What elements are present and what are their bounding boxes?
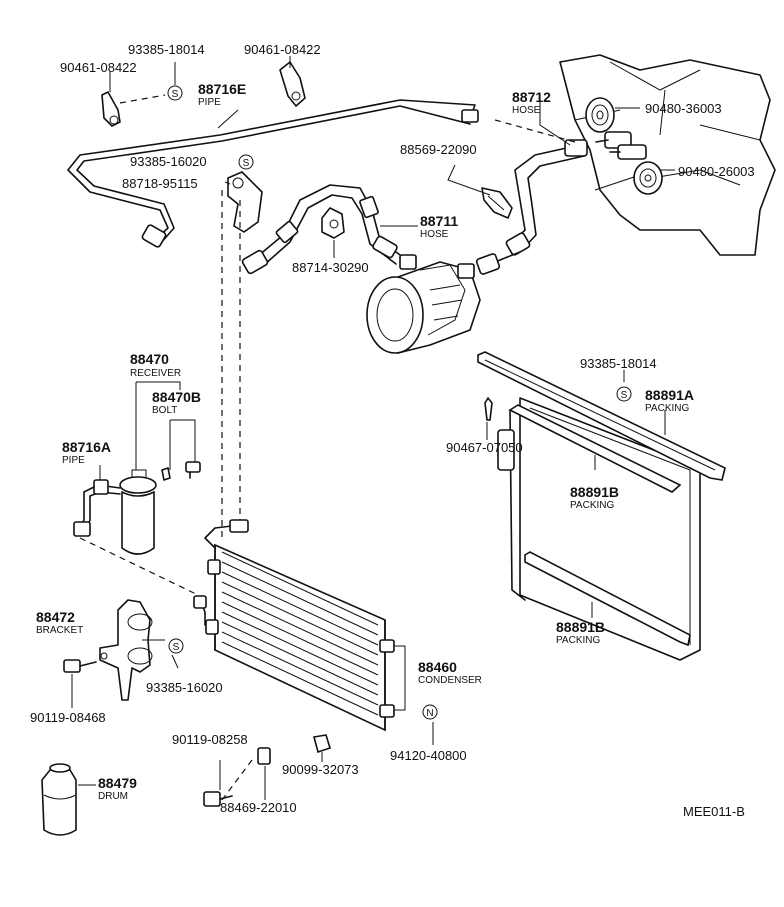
clip-90467 [484,397,493,421]
label-90119-08258: 90119-08258 [172,732,248,747]
bolt-90119-08258 [203,791,233,807]
figure-code: MEE011-B [683,804,745,819]
condenser-88460 [193,519,395,732]
label-88472: 88472 [36,609,75,625]
label-condenser: CONDENSER [418,675,482,686]
label-88891b-top: 88891B [570,484,619,500]
leader-lines [71,56,675,800]
grommet-upper [585,97,615,133]
label-bolt: BOLT [152,405,177,416]
label-93385-18014-right: 93385-18014 [580,356,657,371]
s-marker-bracket-text: S [173,642,180,653]
label-drum: DRUM [98,791,128,802]
packing-88891b-top [508,404,682,493]
nut-88469 [257,747,271,765]
clip-left [101,91,121,127]
grommet-lower [633,161,663,195]
drum-88479 [41,763,77,836]
label-88891a: 88891A [645,387,694,403]
label-94120-40800: 94120-40800 [390,748,467,763]
label-88470: 88470 [130,351,169,367]
clamp-88714 [321,207,345,239]
label-93385-16020-top: 93385-16020 [130,154,207,169]
bracket-88472 [99,599,153,701]
label-88714-30290: 88714-30290 [292,260,369,275]
label-88711: 88711 [420,213,458,229]
s-marker-top-text: S [172,89,179,100]
label-88569-22090: 88569-22090 [400,142,477,157]
label-hose-mid: HOSE [420,229,449,240]
hose-88711 [241,184,401,275]
label-88716a: 88716A [62,439,111,455]
label-receiver: RECEIVER [130,368,181,379]
label-88712: 88712 [512,89,551,105]
engine-fittings [595,131,647,160]
s-marker-right: S [616,386,632,402]
label-93385-16020-bottom: 93385-16020 [146,680,223,695]
label-90099-32073: 90099-32073 [282,762,359,777]
packing-88891a [477,351,726,481]
bolt-90119-08468 [63,659,97,673]
s-marker-mid: S [238,154,254,170]
hose-88712 [475,139,588,275]
bracket-88718 [227,171,263,233]
pipe-88716e [67,99,479,248]
n-marker: N [422,704,438,720]
label-88891b-bottom: 88891B [556,619,605,635]
cap-90099 [313,734,331,754]
bolt-88470b [161,461,201,481]
label-93385-18014-top: 93385-18014 [128,42,205,57]
s-marker-top: S [167,85,183,101]
label-bracket: BRACKET [36,625,83,636]
label-88470b: 88470B [152,389,201,405]
n-marker-text: N [426,708,433,719]
receiver-88470 [119,469,157,555]
label-90480-36003: 90480-36003 [645,101,722,116]
label-hose-top: HOSE [512,105,541,116]
label-packing-b2: PACKING [556,635,600,646]
pipe-88716a [73,479,121,537]
label-pipe-left: PIPE [62,455,85,466]
label-90480-26003: 90480-26003 [678,164,755,179]
dashed-guides [79,94,576,801]
compressor [366,254,481,354]
fitting-88569 [481,187,513,219]
label-pipe-top: PIPE [198,97,221,108]
label-88460: 88460 [418,659,457,675]
clip-right [279,61,306,107]
label-88718-95115: 88718-95115 [122,176,198,191]
label-90461-08422-right: 90461-08422 [244,42,321,57]
s-marker-mid-text: S [243,158,250,169]
engine-block [559,54,776,256]
packing-88891b-bottom [524,551,691,647]
labels: 93385-18014 90461-08422 90461-08422 8871… [30,42,755,819]
label-88479: 88479 [98,775,137,791]
label-90119-08468: 90119-08468 [30,710,106,725]
s-marker-bracket: S [168,638,184,654]
s-marker-right-text: S [621,390,628,401]
label-88716e: 88716E [198,81,246,97]
label-88469-22010: 88469-22010 [220,800,297,815]
label-packing-b1: PACKING [570,500,614,511]
label-90461-08422-left: 90461-08422 [60,60,137,75]
label-packing-a: PACKING [645,403,689,414]
label-90467-07050: 90467-07050 [446,440,523,455]
